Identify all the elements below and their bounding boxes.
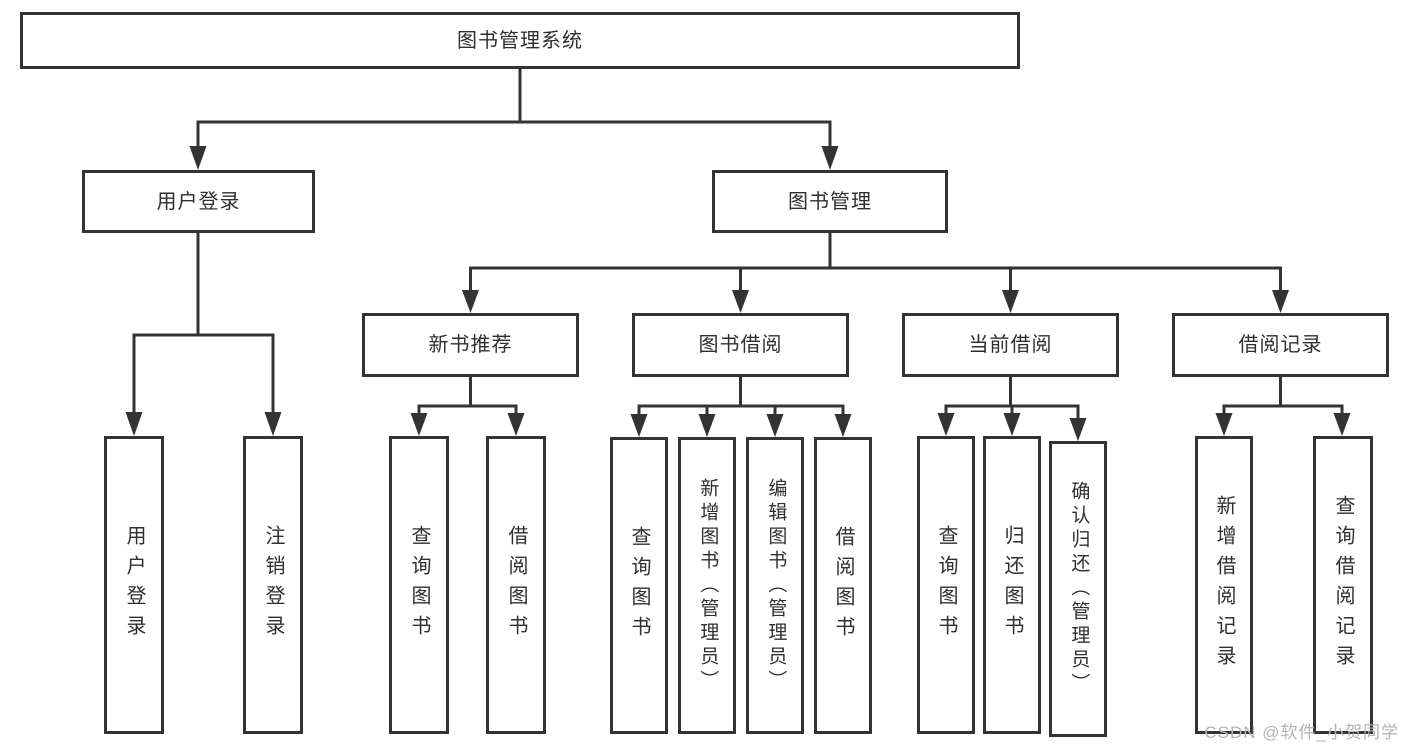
arrow-down-icon: [834, 414, 852, 437]
node-borrowing-records: 借阅记录: [1172, 313, 1389, 377]
leaf-query-books-current-label: 查询图书: [935, 525, 957, 645]
leaf-query-borrow-record-label: 查询借阅记录: [1332, 495, 1354, 675]
leaf-edit-book-admin-label: 编辑图书（管理员）: [765, 477, 787, 694]
leaf-borrow-books-recommend: 借阅图书: [486, 436, 546, 734]
leaf-query-books-recommend-label: 查询图书: [408, 525, 430, 645]
arrow-down-icon: [821, 146, 839, 170]
arrow-down-icon: [630, 414, 648, 437]
leaf-query-books-borrowing: 查询图书: [610, 437, 668, 734]
node-user-login-branch-label: 用户登录: [156, 190, 241, 213]
leaf-add-book-admin: 新增图书（管理员）: [678, 437, 736, 734]
node-book-management: 图书管理: [712, 170, 948, 233]
arrow-down-icon: [732, 290, 749, 313]
node-new-book-recommend-label: 新书推荐: [428, 334, 513, 356]
leaf-add-borrow-record: 新增借阅记录: [1195, 436, 1253, 734]
leaf-return-books-label: 归还图书: [1001, 525, 1023, 645]
arrow-down-icon: [264, 412, 282, 436]
node-current-borrowing-label: 当前借阅: [968, 334, 1053, 356]
node-root: 图书管理系统: [20, 12, 1020, 69]
leaf-add-borrow-record-label: 新增借阅记录: [1213, 495, 1235, 675]
node-book-borrowing: 图书借阅: [632, 313, 849, 377]
leaf-return-books: 归还图书: [983, 436, 1041, 734]
arrow-down-icon: [1333, 413, 1351, 436]
arrow-down-icon: [766, 414, 784, 437]
arrow-down-icon: [698, 414, 716, 437]
leaf-borrow-books-borrowing: 借阅图书: [814, 437, 872, 734]
arrow-down-icon: [125, 412, 143, 436]
node-user-login-branch: 用户登录: [82, 170, 315, 233]
leaf-add-book-admin-label: 新增图书（管理员）: [697, 477, 719, 694]
arrow-down-icon: [1002, 290, 1019, 313]
leaf-logout: 注销登录: [243, 436, 303, 734]
node-borrowing-records-label: 借阅记录: [1238, 334, 1323, 356]
leaf-confirm-return-admin-label: 确认归还（管理员）: [1068, 481, 1090, 697]
connector-strokes: [132, 68, 1344, 423]
arrow-down-icon: [937, 413, 955, 436]
arrow-down-icon: [1215, 413, 1233, 436]
arrow-down-icon: [507, 413, 525, 436]
arrow-down-icon: [462, 290, 479, 313]
leaf-borrow-books-recommend-label: 借阅图书: [505, 525, 527, 645]
leaf-query-books-borrowing-label: 查询图书: [628, 525, 650, 646]
node-current-borrowing: 当前借阅: [902, 313, 1119, 377]
leaf-edit-book-admin: 编辑图书（管理员）: [746, 437, 804, 734]
leaf-user-login-label: 用户登录: [123, 525, 145, 645]
leaf-query-books-current: 查询图书: [917, 436, 975, 734]
node-root-label: 图书管理系统: [457, 29, 583, 52]
leaf-logout-label: 注销登录: [262, 525, 284, 645]
node-new-book-recommend: 新书推荐: [362, 313, 579, 377]
arrow-down-icon: [1069, 418, 1087, 441]
arrowheads: [125, 146, 1351, 441]
arrow-down-icon: [1003, 413, 1021, 436]
node-book-borrowing-label: 图书借阅: [698, 334, 783, 356]
arrow-down-icon: [410, 413, 428, 436]
csdn-watermark: CSDN @软件_小贺同学: [1204, 723, 1399, 742]
node-book-management-label: 图书管理: [788, 190, 872, 213]
leaf-user-login: 用户登录: [104, 436, 164, 734]
leaf-confirm-return-admin: 确认归还（管理员）: [1049, 441, 1107, 737]
arrow-down-icon: [189, 146, 207, 170]
arrow-down-icon: [1272, 290, 1289, 313]
leaf-borrow-books-borrowing-label: 借阅图书: [832, 525, 854, 646]
leaf-query-borrow-record: 查询借阅记录: [1313, 436, 1373, 734]
leaf-query-books-recommend: 查询图书: [389, 436, 449, 734]
